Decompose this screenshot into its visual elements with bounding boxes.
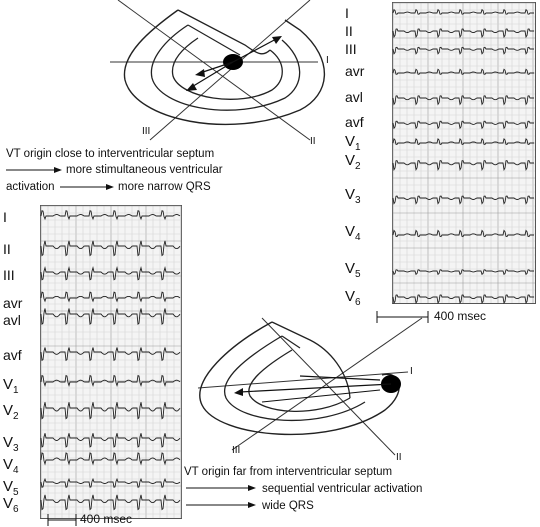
- ecg-bottom-trace-v4: [40, 452, 181, 466]
- ecg-bottom-trace-i: [40, 210, 181, 221]
- ecg-bottom-trace-v1: [40, 374, 181, 387]
- axis-label-ii-top: II: [310, 136, 316, 147]
- axis-label-i-top: I: [326, 55, 329, 66]
- ecg-bottom-lead-avl: avl: [3, 312, 21, 328]
- ecg-top-trace-ii: [392, 28, 534, 39]
- axis-label-iii-top: III: [142, 126, 151, 137]
- caption-bottom-line2: sequential ventricular activation: [262, 483, 423, 495]
- ecg-bottom-trace-avr: [40, 291, 181, 303]
- ecg-top-trace-avf: [392, 120, 534, 130]
- ecg-panel-bottom: [40, 205, 182, 519]
- ecg-top-trace-v4: [392, 229, 534, 238]
- ecg-top-trace-avl: [392, 95, 534, 106]
- ecg-bottom-lead-v2: V2: [3, 402, 19, 422]
- ecg-top-trace-v6: [392, 294, 534, 305]
- ecg-bottom-trace-v5: [40, 477, 181, 488]
- ecg-traces-bottom: [40, 205, 182, 518]
- ecg-top-lead-avf: avf: [345, 114, 364, 130]
- ecg-bottom-trace-iii: [40, 266, 181, 281]
- caption-bottom-line1: VT origin far from interventricular sept…: [184, 466, 393, 478]
- ecg-top-lead-ii: II: [345, 23, 353, 39]
- ecg-top-lead-v1: V1: [345, 133, 361, 153]
- ecg-bottom-trace-v3: [40, 433, 181, 448]
- ecg-top-lead-i: I: [345, 5, 349, 21]
- ecg-traces-top: [392, 2, 535, 305]
- scale-label-bottom: 400 msec: [80, 512, 133, 526]
- ecg-bottom-lead-avf: avf: [3, 347, 22, 363]
- ecg-top-lead-avl: avl: [345, 89, 363, 105]
- ecg-top-lead-iii: III: [345, 41, 357, 57]
- ecg-bottom-trace-avl: [40, 308, 181, 325]
- caption-top-line3: activation: [6, 181, 55, 193]
- ecg-top-trace-v1: [392, 137, 534, 145]
- ecg-bottom-trace-ii: [40, 240, 181, 257]
- ecg-top-lead-v2: V2: [345, 152, 361, 172]
- ecg-top-lead-v5: V5: [345, 260, 361, 280]
- ecg-bottom-lead-ii: II: [3, 241, 11, 257]
- ecg-bottom-lead-v5: V5: [3, 478, 19, 498]
- ecg-top-trace-v3: [392, 195, 534, 205]
- caption-top-line4: more narrow QRS: [118, 181, 211, 193]
- axis-label-ii-bottom: II: [396, 452, 402, 463]
- caption-top-line1: VT origin close to interventricular sept…: [6, 148, 215, 160]
- ecg-top-trace-iii: [392, 46, 534, 55]
- ecg-top-lead-avr: avr: [345, 63, 365, 79]
- ecg-bottom-lead-v1: V1: [3, 376, 19, 396]
- ecg-top-lead-v3: V3: [345, 186, 361, 206]
- ecg-bottom-lead-avr: avr: [3, 295, 23, 311]
- ecg-panel-top: [392, 2, 536, 305]
- axis-label-i-bottom: I: [410, 366, 413, 377]
- ecg-top-lead-v6: V6: [345, 288, 361, 308]
- ecg-bottom-lead-v6: V6: [3, 495, 19, 515]
- ecg-bottom-lead-iii: III: [3, 267, 15, 283]
- caption-bottom-line3: wide QRS: [262, 500, 314, 512]
- scale-label-top: 400 msec: [434, 309, 487, 323]
- ecg-bottom-lead-i: I: [3, 209, 7, 225]
- ecg-bottom-lead-v4: V4: [3, 456, 19, 476]
- ecg-bottom-trace-avf: [40, 347, 181, 362]
- axis-label-iii-bottom: III: [232, 445, 241, 456]
- ecg-bottom-lead-v3: V3: [3, 434, 19, 454]
- ecg-bottom-trace-v2: [40, 402, 181, 420]
- ecg-top-trace-i: [392, 8, 534, 15]
- ecg-top-trace-v5: [392, 269, 534, 276]
- caption-top-line2: more stimultaneous ventricular: [66, 164, 223, 176]
- ecg-top-lead-v4: V4: [345, 223, 361, 243]
- ecg-top-trace-avr: [392, 68, 534, 75]
- ecg-bottom-trace-v6: [40, 494, 181, 511]
- ecg-top-trace-v2: [392, 160, 534, 172]
